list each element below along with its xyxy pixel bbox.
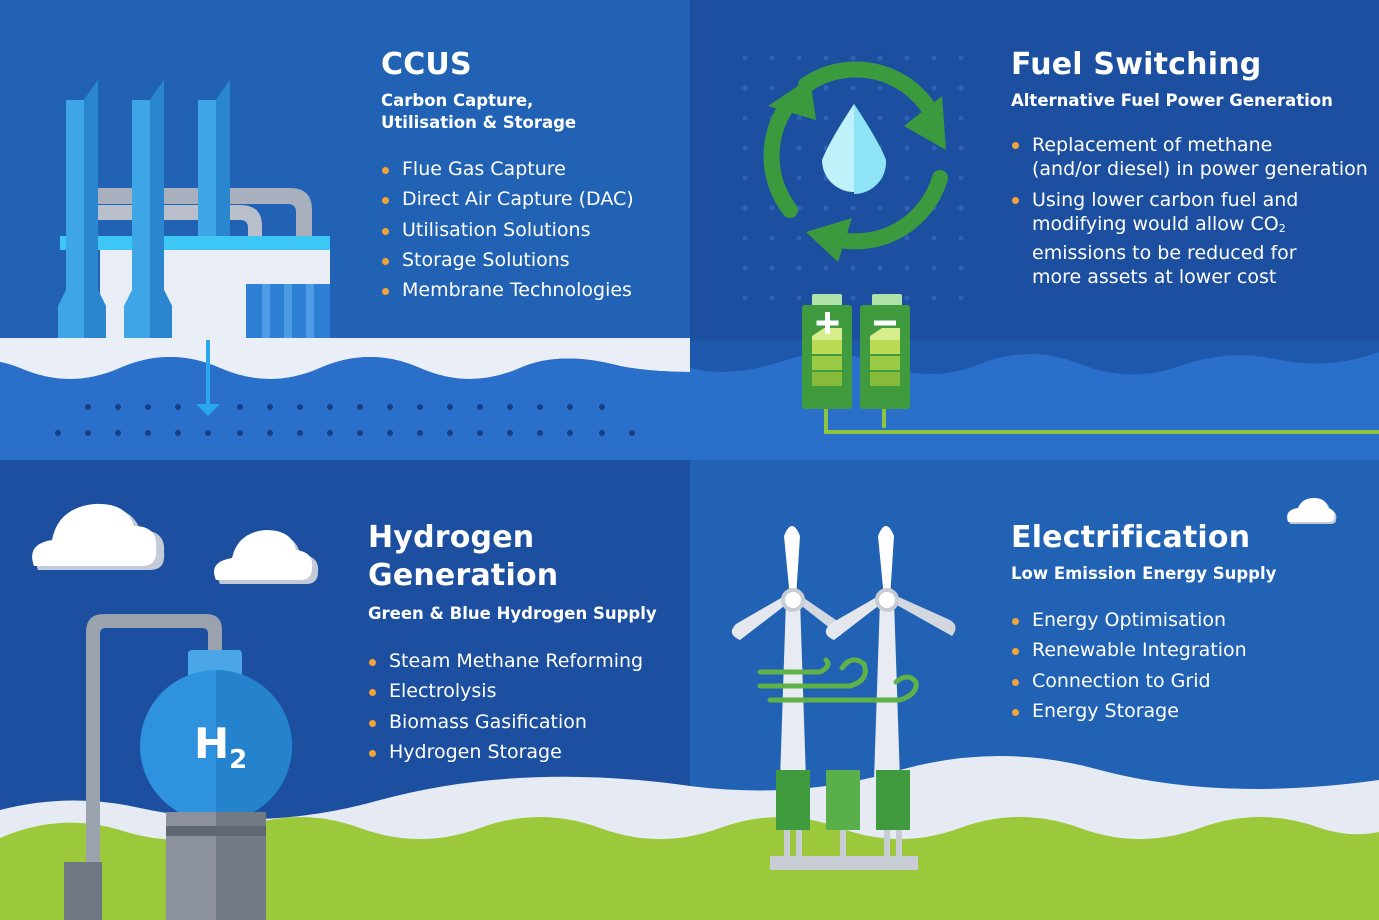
co2-subscript: 2 — [1278, 222, 1286, 235]
hydrogen-title: Hydrogen Generation — [368, 520, 559, 593]
hydrogen-panel: Hydrogen Generation Green & Blue Hydroge… — [368, 519, 678, 767]
water-drop-icon — [822, 104, 887, 195]
list-item: Renewable Integration — [1011, 635, 1351, 665]
cloud-icon — [32, 503, 165, 570]
list-item: Hydrogen Storage — [368, 737, 678, 767]
list-item-text-continued: emissions to be reduced for more assets … — [1032, 242, 1297, 288]
electrification-panel: Electrification Low Emission Energy Supp… — [1011, 519, 1351, 726]
cloud-icon — [1287, 498, 1337, 524]
list-item: Steam Methane Reforming — [368, 646, 678, 676]
list-item-text: Using lower carbon fuel and modifying wo… — [1032, 189, 1299, 235]
list-item: Using lower carbon fuel and modifying wo… — [1011, 188, 1371, 289]
list-item: Flue Gas Capture — [381, 154, 681, 184]
ccus-water — [0, 357, 690, 460]
list-item: Membrane Technologies — [381, 275, 681, 305]
ccus-subtitle: Carbon Capture, Utilisation & Storage — [381, 91, 577, 132]
ccus-title: CCUS — [381, 47, 472, 82]
recycle-arrows-icon — [763, 61, 948, 262]
h2-label: H2 — [194, 720, 247, 784]
ccus-panel: CCUS Carbon Capture, Utilisation & Stora… — [381, 46, 681, 305]
list-item: Storage Solutions — [381, 245, 681, 275]
fuel-switching-title: Fuel Switching — [1011, 47, 1262, 82]
injection-arrow-icon — [196, 340, 220, 416]
hydrogen-tank-icon — [64, 614, 292, 920]
list-item: Biomass Gasification — [368, 707, 678, 737]
electrification-list: Energy Optimisation Renewable Integratio… — [1011, 605, 1351, 726]
fuel-switching-list: Replacement of methane (and/or diesel) i… — [1011, 133, 1371, 289]
cloud-icon — [214, 530, 319, 584]
storage-dots — [55, 404, 635, 436]
hydrogen-list: Steam Methane Reforming Electrolysis Bio… — [368, 646, 678, 767]
fuel-switching-panel: Fuel Switching Alternative Fuel Power Ge… — [1011, 46, 1371, 296]
hydrogen-subtitle: Green & Blue Hydrogen Supply — [368, 604, 657, 623]
ccus-list: Flue Gas Capture Direct Air Capture (DAC… — [381, 154, 681, 305]
electrification-subtitle: Low Emission Energy Supply — [1011, 564, 1277, 583]
grass-hills — [0, 817, 1379, 920]
list-item: Direct Air Capture (DAC) — [381, 184, 681, 214]
wind-icon — [757, 657, 919, 703]
battery-icon — [802, 294, 1379, 434]
dot-grid — [742, 55, 964, 301]
h2-subscript: 2 — [229, 745, 248, 775]
list-item: Replacement of methane (and/or diesel) i… — [1011, 133, 1371, 181]
factory-icon — [58, 80, 330, 338]
fuel-switching-subtitle: Alternative Fuel Power Generation — [1011, 91, 1333, 110]
list-item: Energy Storage — [1011, 696, 1351, 726]
list-item: Connection to Grid — [1011, 666, 1351, 696]
ccus-ground — [0, 338, 690, 379]
list-item: Electrolysis — [368, 676, 678, 706]
h2-letter: H — [194, 719, 230, 768]
list-item: Energy Optimisation — [1011, 605, 1351, 635]
wind-turbine-icon — [731, 526, 956, 870]
list-item: Utilisation Solutions — [381, 215, 681, 245]
electrification-title: Electrification — [1011, 520, 1251, 555]
